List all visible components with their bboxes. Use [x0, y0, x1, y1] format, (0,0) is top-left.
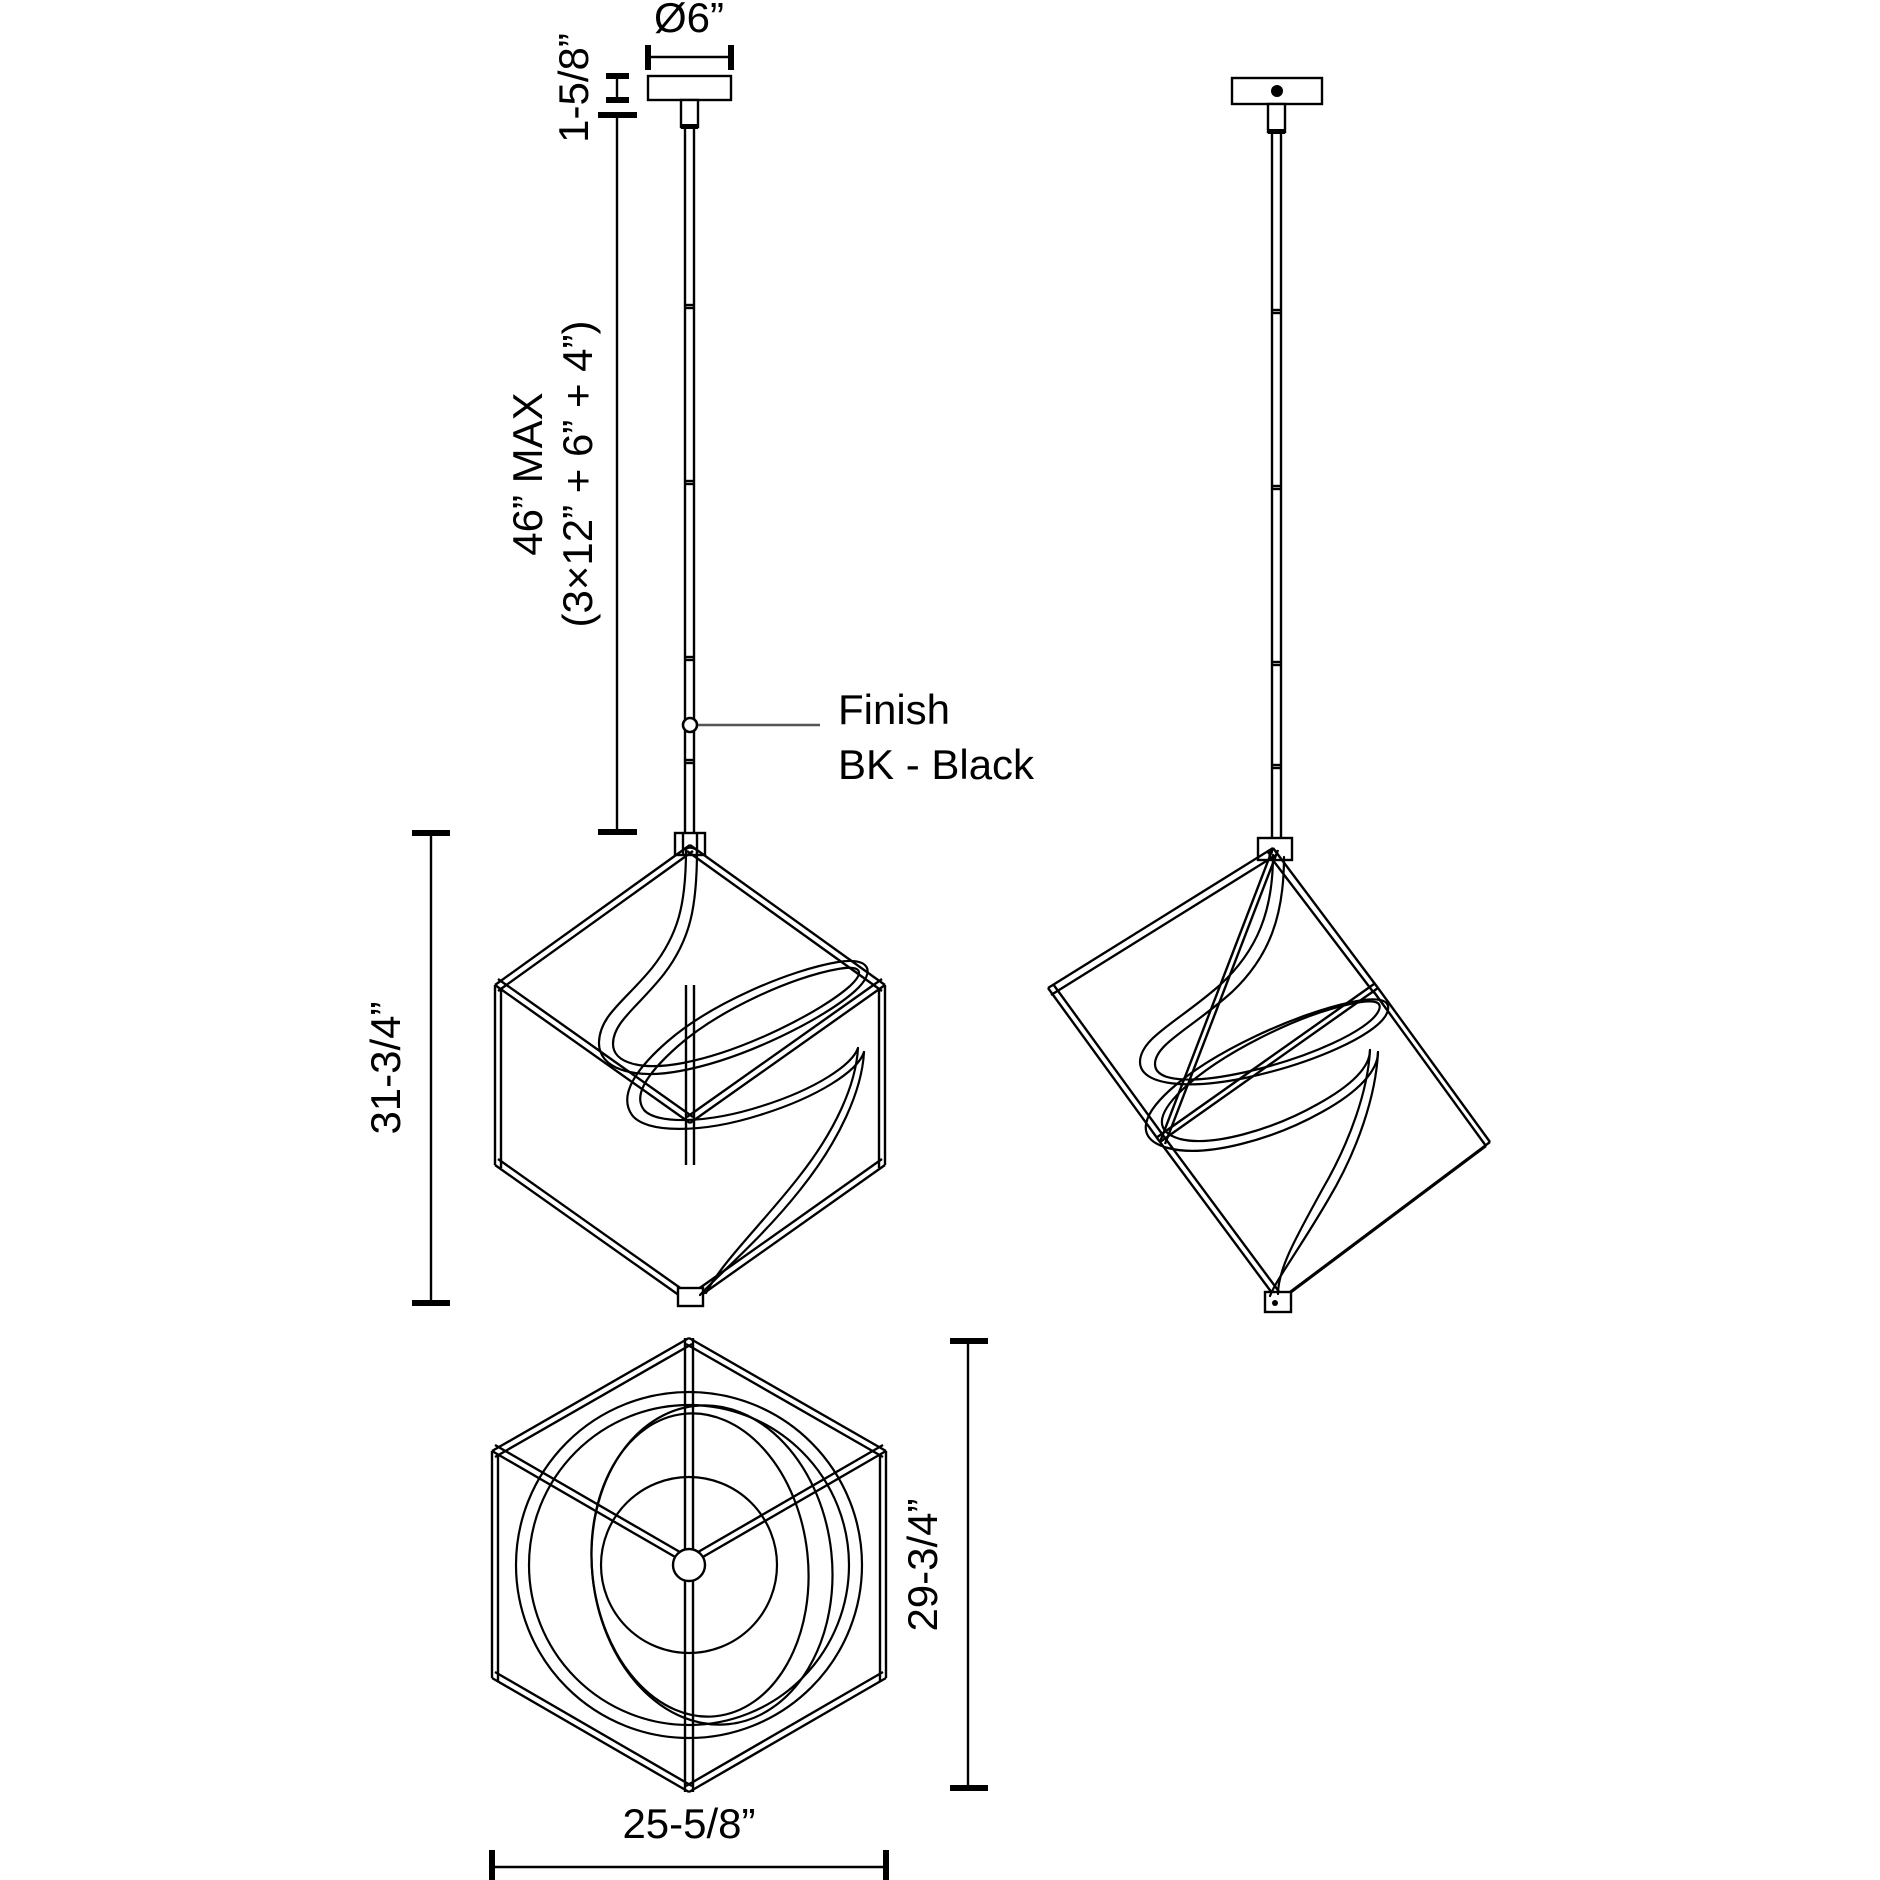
side-elevation-view: [1047, 76, 1491, 1314]
front-led-helix: [597, 846, 869, 1297]
side-stem-rod: [1270, 134, 1283, 838]
plan-width-label: 25-5/8”: [622, 1800, 755, 1847]
bottom-plan-view: [490, 1336, 888, 1794]
finish-leader-marker: [681, 716, 699, 734]
front-cube-frame: [493, 844, 887, 1304]
fixture-height-dimension: [412, 830, 450, 1306]
plan-height-label: 29-3/4”: [899, 1498, 946, 1631]
stem-max-label-line2: (3×12” + 6” + 4”): [554, 321, 601, 628]
canopy-height-dimension: [606, 73, 629, 103]
finish-value-label: BK - Black: [838, 741, 1035, 788]
side-cube-frame: [1047, 846, 1491, 1306]
front-canopy: [646, 74, 733, 102]
front-elevation-view: [493, 74, 887, 1308]
stem-max-dimension: [598, 112, 637, 835]
plan-width-dimension: [489, 1850, 889, 1880]
front-stem-collar: [679, 98, 700, 129]
fixture-height-label: 31-3/4”: [362, 1001, 409, 1134]
side-led-zigzag: [1138, 853, 1390, 1298]
plan-led-helix: [514, 1390, 864, 1740]
finish-label: Finish: [838, 686, 950, 733]
side-stem-collar: [1266, 102, 1287, 134]
plan-height-dimension: [950, 1338, 988, 1791]
stem-max-label-line1: 46” MAX: [504, 392, 551, 555]
front-stem-rod: [683, 129, 696, 833]
side-canopy: [1230, 76, 1324, 106]
front-bottom-hub: [676, 1286, 705, 1308]
canopy-diameter-label: Ø6”: [654, 0, 724, 41]
canopy-diameter-dimension: [645, 45, 734, 70]
canopy-height-label: 1-5/8”: [550, 33, 597, 143]
